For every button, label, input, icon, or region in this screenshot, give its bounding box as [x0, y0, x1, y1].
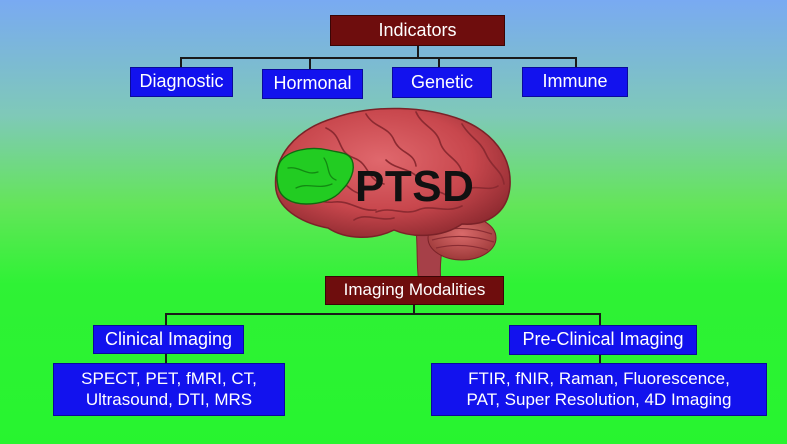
diagnostic-box: Diagnostic	[130, 67, 233, 97]
genetic-box: Genetic	[392, 67, 492, 98]
ptsd-label: PTSD	[355, 162, 475, 211]
highlighted-prefrontal-region	[276, 147, 354, 205]
immune-box: Immune	[522, 67, 628, 97]
clinical-methods-line-1: SPECT, PET, fMRI, CT,	[81, 369, 257, 389]
clinical-methods-box: SPECT, PET, fMRI, CT, Ultrasound, DTI, M…	[53, 363, 285, 416]
indicators-stem	[417, 45, 419, 58]
cerebrum	[274, 107, 511, 238]
clinical-imaging-box: Clinical Imaging	[93, 325, 244, 354]
clinical-stem	[165, 353, 167, 363]
preclinical-stem	[599, 353, 601, 363]
indicators-drop-1	[180, 57, 182, 68]
preclinical-methods-line-2: PAT, Super Resolution, 4D Imaging	[466, 389, 732, 409]
indicators-drop-3	[438, 57, 440, 68]
imaging-drop-preclinical	[599, 313, 601, 325]
imaging-drop-clinical	[165, 313, 167, 325]
hormonal-box: Hormonal	[262, 69, 363, 99]
indicators-drop-2	[309, 57, 311, 70]
clinical-methods-line-2: Ultrasound, DTI, MRS	[85, 389, 253, 409]
imaging-modalities-header: Imaging Modalities	[325, 276, 504, 305]
preclinical-methods-box: FTIR, fNIR, Raman, Fluorescence, PAT, Su…	[431, 363, 767, 416]
brain-illustration	[274, 107, 511, 289]
imaging-stem	[413, 303, 415, 314]
preclinical-imaging-box: Pre-Clinical Imaging	[509, 325, 697, 355]
preclinical-methods-line-1: FTIR, fNIR, Raman, Fluorescence,	[468, 369, 730, 389]
indicators-bar	[180, 57, 577, 59]
imaging-bar	[165, 313, 601, 315]
indicators-header: Indicators	[330, 15, 505, 46]
indicators-drop-4	[575, 57, 577, 68]
